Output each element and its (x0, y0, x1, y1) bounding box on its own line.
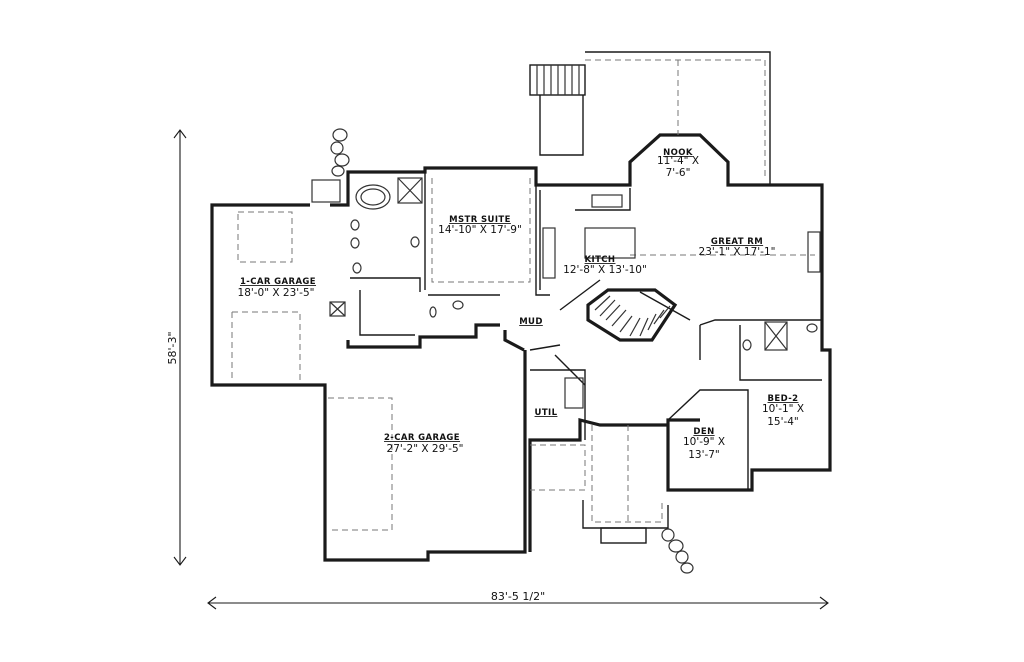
exterior-walls (210, 133, 832, 562)
deck-stairs (529, 51, 771, 185)
garage-2-name: 2-CAR GARAGE (384, 433, 460, 443)
mud-name: MUD (519, 317, 543, 327)
dimension-lines: 83'-5 1/2" 58'-3" (166, 129, 829, 610)
nook-size-line2: 7'-6" (666, 167, 691, 179)
garage-1-walls (210, 203, 527, 562)
bathtub (355, 184, 391, 210)
overall-width-label: 83'-5 1/2" (491, 590, 545, 603)
mstr-suite-name: MSTR SUITE (449, 215, 511, 225)
mstr-suite-size: 14'-10" X 17'-9" (438, 224, 522, 236)
great-rm-name: GREAT RM (711, 237, 763, 247)
fixtures (311, 177, 821, 409)
bed-2-size-line2: 15'-4" (767, 416, 799, 428)
garage-1-size: 18'-0" X 23'-5" (238, 287, 315, 299)
den-name: DEN (693, 427, 714, 437)
bed-2-name: BED-2 (768, 394, 799, 404)
kitch-name: KITCH (585, 255, 616, 265)
den-size-line2: 13'-7" (688, 449, 720, 461)
great-room-walls (585, 133, 832, 492)
nook-size-line1: 11'-4" X (657, 155, 699, 167)
master-block-walls (346, 166, 585, 187)
great-rm-size: 23'-1" X 17'-1" (699, 246, 776, 258)
bed-2-size-line1: 10'-1" X (762, 403, 804, 415)
room-labels: NOOK 11'-4" X 7'-6" GREAT RM 23'-1" X 17… (238, 148, 805, 461)
interior-walls (350, 172, 822, 490)
kitch-size: 12'-8" X 13'-10" (563, 264, 647, 276)
staircase (586, 288, 678, 342)
dashed-outlines (231, 178, 815, 544)
garage-2-size: 27'-2" X 29'-5" (387, 443, 464, 455)
overall-depth-label: 58'-3" (166, 331, 179, 364)
nook-name: NOOK (663, 148, 693, 158)
util-name: UTIL (535, 408, 558, 418)
den-size-line1: 10'-9" X (683, 436, 725, 448)
garage-1-name: 1-CAR GARAGE (240, 277, 316, 287)
landscape-rocks (330, 128, 694, 574)
